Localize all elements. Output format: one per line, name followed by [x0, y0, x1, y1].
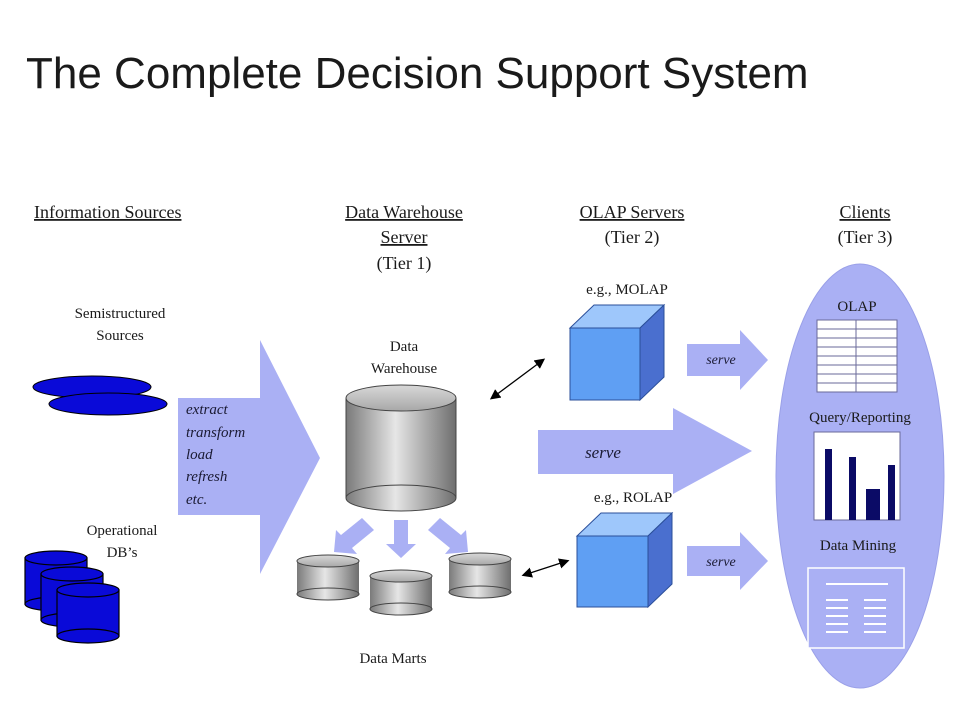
rolap-cube-icon [575, 511, 674, 609]
warehouse-label-line2: Warehouse [371, 361, 438, 377]
serve-label-main: serve [585, 443, 621, 462]
data-mart-arrows [334, 518, 468, 558]
operational-dbs-icon [24, 550, 120, 644]
olap-grid-icon [816, 319, 898, 393]
semistructured-label-line1: Semistructured [75, 306, 166, 322]
warehouse-label-line1: Data [390, 339, 419, 355]
serve-label-bottom: serve [706, 555, 736, 570]
warehouse-molap-connector [489, 358, 546, 400]
etl-step-etc: etc. [186, 492, 207, 508]
serve-arrow-main [538, 408, 752, 494]
etl-step-refresh: refresh [186, 469, 227, 485]
header-clients-tier: (Tier 3) [838, 227, 893, 248]
marts-rolap-connector [521, 558, 570, 578]
header-clients: Clients [839, 202, 890, 222]
serve-arrow-top [687, 330, 768, 390]
molap-label: e.g., MOLAP [586, 282, 668, 298]
document-icon [807, 567, 905, 649]
header-dw-server-line1: Data Warehouse [345, 202, 463, 222]
rolap-label: e.g., ROLAP [594, 490, 672, 506]
molap-cube-icon [568, 303, 666, 402]
etl-step-transform: transform [186, 425, 245, 441]
etl-arrow [178, 340, 320, 574]
semistructured-label-line2: Sources [96, 328, 144, 344]
etl-steps: extract transform load refresh etc. [186, 402, 245, 508]
data-marts-label: Data Marts [359, 651, 426, 667]
client-data-mining-label: Data Mining [820, 538, 897, 554]
client-query-reporting-label: Query/Reporting [809, 410, 911, 426]
serve-label-top: serve [706, 353, 736, 368]
etl-step-load: load [186, 447, 213, 463]
operational-label-line1: Operational [87, 523, 158, 539]
header-dw-server-tier: (Tier 1) [377, 253, 432, 274]
semistructured-sources-icon [32, 375, 168, 416]
operational-label-line2: DB’s [107, 545, 138, 561]
data-marts-icon [296, 552, 512, 616]
header-dw-server-line2: Server [381, 227, 428, 247]
bar-chart-icon [813, 431, 901, 521]
data-warehouse-icon [345, 384, 457, 512]
header-olap-tier: (Tier 2) [605, 227, 660, 248]
serve-arrow-bottom [687, 532, 768, 590]
page-title: The Complete Decision Support System [26, 49, 809, 98]
header-olap-servers: OLAP Servers [580, 202, 685, 222]
etl-step-extract: extract [186, 402, 228, 418]
client-olap-label: OLAP [837, 299, 876, 315]
header-information-sources: Information Sources [34, 202, 181, 222]
